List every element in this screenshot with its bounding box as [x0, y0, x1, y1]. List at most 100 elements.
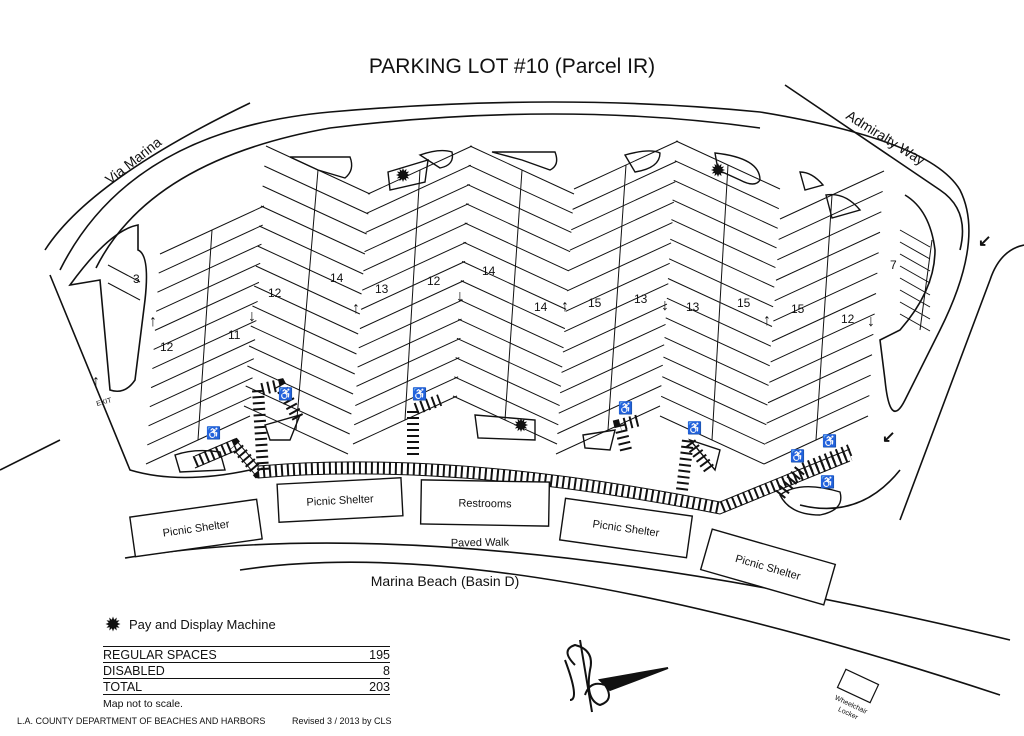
stall-line: [663, 356, 768, 406]
parking-stalls: [107, 140, 933, 465]
beach-label: Marina Beach (Basin D): [371, 573, 520, 589]
svg-text:Picnic Shelter: Picnic Shelter: [306, 493, 374, 509]
pay-machine-icon: [105, 616, 121, 632]
stall-line: [452, 395, 558, 445]
stall-line: [566, 242, 672, 292]
stall-line: [463, 241, 568, 291]
stall-line: [458, 318, 563, 368]
row-divider: [197, 229, 213, 441]
stall-line: [364, 203, 469, 253]
stall-line: [562, 303, 668, 353]
stall-line: [252, 305, 357, 355]
space-count: 12: [160, 340, 174, 354]
stall-line: [919, 239, 933, 331]
stall-line: [771, 293, 877, 342]
stall-line: [662, 376, 767, 426]
arrow-down-icon: ↓: [867, 313, 875, 330]
stall-line: [770, 313, 875, 363]
stall-line: [899, 301, 931, 320]
islands: [174, 149, 862, 516]
space-count: 13: [375, 282, 389, 296]
stall-line: [777, 211, 882, 261]
arrow-down-icon: ↓: [456, 288, 464, 305]
stall-line: [769, 333, 874, 383]
space-count: 14: [482, 264, 496, 278]
restrooms: Restrooms: [419, 479, 551, 527]
space-count: 14: [534, 300, 548, 314]
space-count: 11: [228, 328, 241, 342]
stall-line: [357, 318, 462, 368]
pay-machine-icon: [396, 168, 410, 182]
space-count: 15: [588, 296, 602, 310]
stall-line: [467, 184, 572, 233]
stall-line: [356, 337, 461, 387]
arrow-down-left-icon: ↙: [978, 233, 991, 250]
stall-line: [666, 297, 772, 347]
arrow-up-icon: ↑: [92, 373, 100, 390]
stall-line: [673, 179, 778, 229]
space-count: 12: [841, 312, 855, 326]
stall-line: [660, 395, 766, 445]
stall-line: [558, 364, 663, 414]
exit-label: EXIT: [96, 397, 114, 408]
stall-line: [253, 285, 359, 335]
stall-line: [779, 170, 885, 220]
stall-line: [153, 301, 258, 350]
space-count: 13: [634, 292, 648, 306]
pay-machine-icon: [514, 418, 528, 432]
footer-revised: Revised 3 / 2013 by CLS: [292, 716, 392, 726]
stall-line: [460, 280, 566, 330]
wheelchair-icon: ♿: [822, 434, 837, 448]
stall-line: [671, 219, 776, 269]
stall-line: [775, 231, 881, 281]
scale-note: Map not to scale.: [103, 698, 183, 710]
stall-line: [259, 225, 364, 275]
map-title: PARKING LOT #10 (Parcel IR): [369, 55, 655, 78]
stall-line: [461, 260, 567, 310]
stall-line: [365, 184, 470, 233]
stall-line: [555, 405, 661, 455]
stall-line: [670, 238, 775, 288]
stall-line: [565, 262, 670, 312]
pay-machines: [396, 163, 725, 432]
stall-line: [899, 313, 931, 332]
stall-line: [665, 317, 770, 367]
stall-line: [257, 245, 362, 295]
stall-line: [459, 299, 564, 349]
row-divider: [295, 169, 319, 431]
stall-line: [763, 415, 869, 465]
stall-line: [362, 241, 467, 291]
stall-line: [250, 325, 355, 375]
stall-line: [152, 320, 257, 369]
stall-line: [248, 345, 354, 395]
stall-line: [773, 272, 878, 322]
street-admiralty-way: Admiralty Way: [843, 107, 928, 168]
wheelchair-icon: ♿: [687, 421, 702, 435]
stall-line: [148, 377, 253, 427]
stall-line: [363, 222, 468, 272]
arrow-up-icon: ↑: [149, 313, 157, 330]
space-count: 12: [268, 286, 282, 300]
north-arrow-logo: [564, 639, 669, 713]
stall-line: [158, 224, 263, 274]
wheelchair-icon: ♿: [206, 426, 221, 440]
stall-line: [145, 415, 251, 465]
lot-boundary: [0, 84, 1024, 696]
stall-line: [255, 265, 361, 315]
stall-line: [672, 199, 777, 249]
stall-line: [455, 357, 560, 406]
stall-line: [767, 354, 873, 404]
stall-line: [150, 339, 256, 389]
paved-walk-label: Paved Walk: [451, 536, 510, 549]
stall-line: [154, 281, 260, 331]
stall-line: [260, 205, 366, 255]
stall-line: [366, 164, 472, 214]
wheelchair-icon: ♿: [790, 449, 805, 463]
space-count: 3: [133, 272, 140, 286]
stall-line: [353, 376, 459, 426]
walkway: [192, 378, 853, 515]
stall-line: [469, 145, 575, 195]
